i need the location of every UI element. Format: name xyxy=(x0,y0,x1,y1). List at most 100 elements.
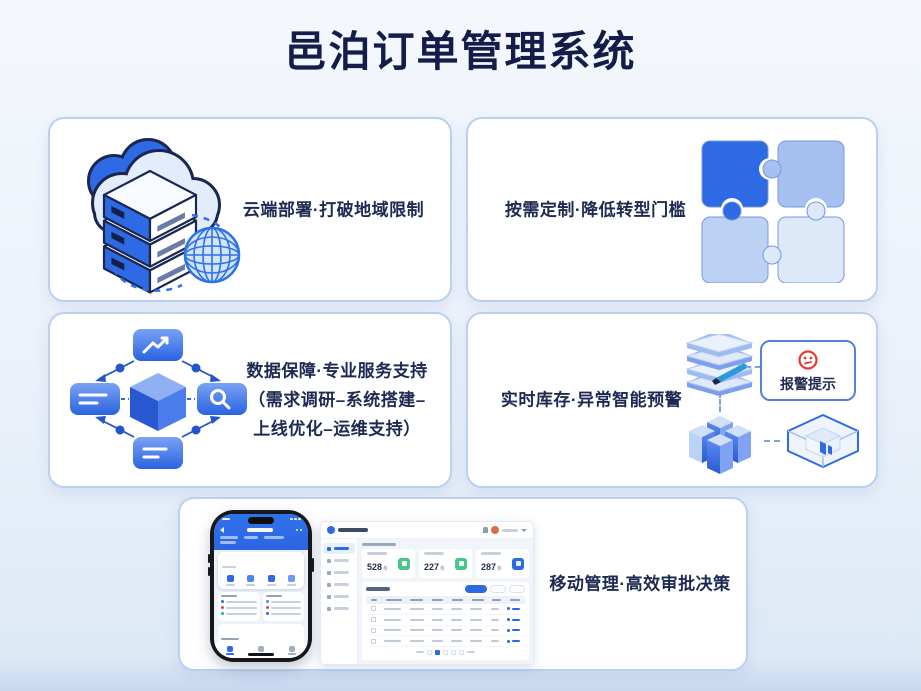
status-dot xyxy=(506,607,510,611)
chevron-down-icon xyxy=(521,528,527,532)
stat-value: 227 xyxy=(424,562,440,572)
phone-body xyxy=(214,592,308,658)
stat-card: 227条 xyxy=(419,549,472,578)
page-number-active xyxy=(435,649,440,655)
phone-header-stats xyxy=(220,536,302,544)
bell-icon xyxy=(483,527,488,533)
profile-icon xyxy=(289,646,296,652)
server-stack-icon xyxy=(102,169,198,294)
primary-button xyxy=(465,585,487,593)
sidebar-item xyxy=(323,603,355,614)
page-prev xyxy=(427,649,432,655)
feature-card-inventory: 实时库存·异常智能预警 xyxy=(466,312,878,488)
document-icon xyxy=(455,557,467,570)
todo-list-card xyxy=(218,592,260,621)
alert-badge: 报警提示 xyxy=(760,340,856,401)
pen-icon xyxy=(712,363,749,385)
feature-card-mobile: 528条 227条 xyxy=(178,497,748,671)
orders-table-card xyxy=(362,582,529,660)
feature-label-cloud: 云端部署·打破地域限制 xyxy=(242,200,425,219)
feature-label-mobile: 移动管理·高效审批决策 xyxy=(549,574,731,594)
phone-screen xyxy=(214,514,308,658)
app-icon xyxy=(247,575,255,582)
phone-mockup xyxy=(208,510,314,662)
dashboard-sidebar xyxy=(321,539,358,664)
dashboard-main: 528条 227条 xyxy=(358,539,533,664)
table-header-row xyxy=(366,596,525,604)
service-diagram-illustration xyxy=(70,329,247,469)
app-icon xyxy=(227,575,235,582)
nav-item-home xyxy=(225,646,234,655)
notice-list-card xyxy=(262,592,304,621)
service-line-2: （需求调研–系统搭建– xyxy=(248,390,426,410)
sidebar-item xyxy=(323,555,355,566)
page-next xyxy=(459,649,464,655)
feature-label-inventory: 实时库存·异常智能预警 xyxy=(500,390,683,410)
quick-actions-card xyxy=(218,552,304,589)
stat-value: 528 xyxy=(367,562,383,572)
feature-card-cloud-deploy: 云端部署·打破地域限制 xyxy=(48,117,452,302)
brand-logo-icon xyxy=(327,526,335,534)
dashboard-header xyxy=(321,522,533,539)
table-row xyxy=(366,615,525,626)
page-title: 邑泊订单管理系统 xyxy=(284,28,637,75)
sidebar-item xyxy=(323,591,355,602)
stat-value: 287 xyxy=(481,562,497,572)
alarm-icon xyxy=(798,349,818,370)
sidebar-item xyxy=(323,543,355,554)
document-icon xyxy=(398,557,410,570)
breadcrumb-skeleton xyxy=(362,543,396,546)
folder-icon xyxy=(512,557,524,570)
tasks-icon xyxy=(257,646,264,652)
sidebar-item xyxy=(323,567,355,578)
trend-arrow-icon xyxy=(142,337,168,354)
username-skeleton xyxy=(502,528,518,532)
dashboard-mockup: 528条 227条 xyxy=(320,521,534,665)
stat-card: 528条 xyxy=(362,549,415,578)
nav-item-profile xyxy=(288,646,297,655)
cube-icon xyxy=(130,373,186,431)
cloud-server-globe-illustration xyxy=(87,138,241,294)
home-indicator xyxy=(248,653,274,656)
app-icon xyxy=(267,575,275,582)
table-row xyxy=(366,604,525,615)
puzzle-pieces-icon xyxy=(701,140,845,283)
magnifier-icon xyxy=(210,389,231,410)
volume-button xyxy=(208,554,210,563)
sidebar-item xyxy=(323,579,355,590)
service-line-3: 上线优化–运维支持） xyxy=(253,419,421,439)
dashed-connector xyxy=(719,392,721,412)
feature-label-custom: 按需定制·降低转型门槛 xyxy=(504,200,687,219)
service-line-1: 数据保障·专业服务支持 xyxy=(246,361,428,381)
status-dot xyxy=(506,639,510,643)
brand-name-skeleton xyxy=(338,528,368,532)
table-title-skeleton xyxy=(366,587,390,591)
inner-package xyxy=(804,427,842,458)
dashed-connector xyxy=(764,440,780,442)
status-time xyxy=(222,518,230,520)
secondary-button xyxy=(509,585,525,593)
dynamic-island xyxy=(248,517,274,524)
status-dot xyxy=(506,628,510,632)
secondary-button xyxy=(490,585,506,593)
status-icons xyxy=(290,518,301,520)
feature-label-service: 数据保障·专业服务支持 （需求调研–系统搭建– 上线优化–运维支持） xyxy=(232,357,442,444)
feature-card-service: 数据保障·专业服务支持 （需求调研–系统搭建– 上线优化–运维支持） xyxy=(48,312,452,488)
feature-card-custom: 按需定制·降低转型门槛 xyxy=(466,117,878,302)
home-icon xyxy=(226,646,233,652)
page-number xyxy=(443,649,448,655)
volume-button xyxy=(208,567,210,576)
quick-actions-grid xyxy=(222,575,300,586)
status-dot xyxy=(506,618,510,622)
avatar xyxy=(491,526,499,534)
stat-card: 287条 xyxy=(476,549,529,578)
phone-title-skeleton xyxy=(247,528,273,532)
power-button xyxy=(312,558,314,572)
globe-icon xyxy=(183,226,241,284)
back-icon xyxy=(220,527,224,533)
cube-cluster-icon xyxy=(689,416,751,474)
page-number xyxy=(451,649,456,655)
table-row xyxy=(366,626,525,637)
inventory-stack-icon xyxy=(685,334,754,396)
